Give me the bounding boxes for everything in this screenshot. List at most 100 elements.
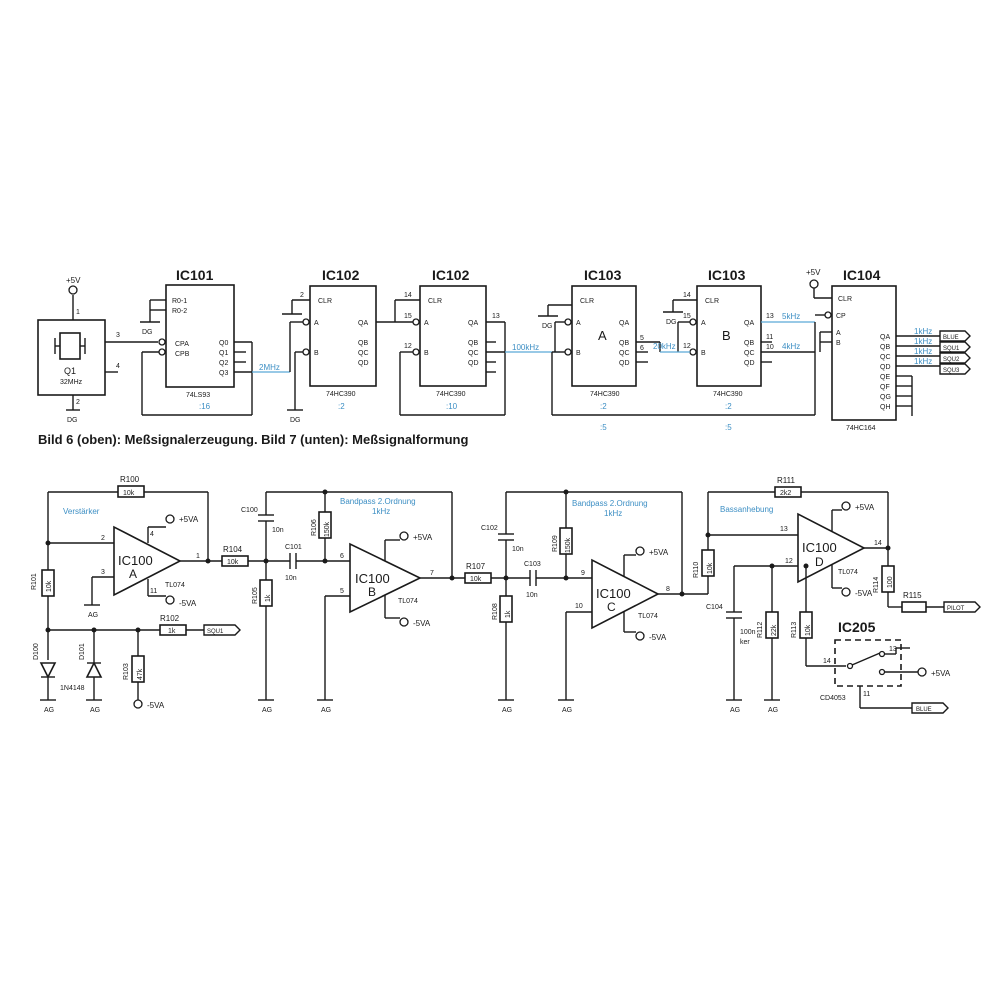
svg-text:10: 10: [575, 603, 583, 610]
svg-text:R113: R113: [791, 622, 798, 638]
svg-text:9: 9: [581, 570, 585, 577]
svg-text:11: 11: [150, 588, 157, 595]
svg-text:D100: D100: [33, 643, 40, 660]
svg-text:QD: QD: [358, 360, 369, 367]
supply-terminal: [68, 285, 78, 295]
svg-text:150k: 150k: [324, 521, 331, 537]
bandpass-stage-c: R107 10k C103 10n C102 10n R108 1k AG R1…: [464, 489, 708, 714]
svg-text:10k: 10k: [123, 490, 135, 497]
ic102a-ratio: :2: [338, 402, 345, 411]
ic103b-title: IC103: [708, 267, 746, 283]
svg-text:TL074: TL074: [165, 582, 185, 589]
svg-text:3: 3: [101, 569, 105, 576]
svg-text:-5VA: -5VA: [855, 589, 873, 598]
amplifier-stage-a: R100 10k Verstärker IC100 A TL074 2 3 AG…: [31, 475, 241, 714]
svg-text:13: 13: [780, 526, 788, 533]
dg-label: DG: [67, 417, 78, 424]
svg-text:1k: 1k: [265, 594, 272, 602]
svg-text:R103: R103: [123, 663, 130, 680]
svg-text:AG: AG: [502, 707, 512, 714]
svg-text:QC: QC: [619, 350, 630, 357]
svg-text:DG: DG: [666, 319, 677, 326]
ic104-box: [831, 285, 897, 421]
svg-text:TL074: TL074: [398, 598, 418, 605]
svg-text:10n: 10n: [272, 527, 284, 534]
ic101-part: 74LS93: [186, 392, 210, 399]
svg-text:DG: DG: [142, 329, 153, 336]
ic103b-ratio1: :2: [725, 402, 732, 411]
svg-text:ker: ker: [740, 639, 750, 646]
svg-text:14: 14: [404, 292, 412, 299]
svg-text:QC: QC: [880, 354, 891, 361]
svg-text:CPA: CPA: [175, 341, 189, 348]
svg-text:QA: QA: [619, 320, 629, 327]
ic104-supply-terminal: [809, 279, 819, 289]
ic103b-unit: B: [722, 328, 731, 343]
svg-text:2k2: 2k2: [780, 490, 791, 497]
counter-ic101: IC101 R0-1 R0-2 CPA CPB Q0 Q1 Q2 Q3 74LS…: [140, 267, 290, 416]
svg-text:10n: 10n: [526, 592, 538, 599]
svg-text:12: 12: [785, 558, 793, 565]
svg-text:4: 4: [116, 363, 120, 370]
svg-text:SQU2: SQU2: [943, 357, 960, 363]
svg-text:B: B: [368, 585, 376, 599]
opamp-c-triangle: [591, 558, 660, 630]
svg-text:R112: R112: [757, 622, 764, 638]
svg-text:QA: QA: [358, 320, 368, 327]
svg-text:B: B: [314, 350, 319, 357]
svg-text:+5VA: +5VA: [649, 548, 669, 557]
svg-text:R100: R100: [120, 475, 140, 484]
svg-text:R107: R107: [466, 562, 486, 571]
svg-text:A: A: [701, 320, 706, 327]
svg-text:R106: R106: [311, 519, 318, 536]
diode-d101-icon: [85, 661, 103, 678]
svg-text:+5VA: +5VA: [931, 669, 951, 678]
svg-text:R111: R111: [777, 476, 795, 485]
svg-text:A: A: [314, 320, 319, 327]
ic205-dashed-box: [834, 639, 902, 687]
svg-text:R101: R101: [31, 573, 38, 590]
bass-boost-stage-d: R110 10k R111 2k2 Bassanhebung 13 IC100 …: [693, 476, 981, 714]
svg-text:+5VA: +5VA: [179, 515, 199, 524]
svg-text:R102: R102: [160, 614, 180, 623]
svg-text:BLUE: BLUE: [943, 335, 959, 341]
ic101-ratio: :16: [199, 402, 211, 411]
svg-text:R110: R110: [693, 562, 700, 578]
svg-text:QE: QE: [880, 374, 890, 381]
svg-text:C102: C102: [481, 525, 498, 532]
svg-text:QD: QD: [468, 360, 479, 367]
svg-text:1kHz: 1kHz: [914, 327, 932, 336]
svg-text:8: 8: [666, 586, 670, 593]
analog-switch-ic205: IC205 14 13 +5VA 11 BLUE CD4053: [820, 619, 951, 714]
svg-text:A: A: [129, 567, 137, 581]
svg-text:1kHz: 1kHz: [604, 509, 622, 518]
ic102a-box: [309, 285, 377, 387]
svg-text:100n: 100n: [740, 629, 756, 636]
r101: [41, 569, 55, 597]
ic104-part: 74HC164: [846, 425, 876, 432]
ic104-supply: +5V: [806, 268, 821, 277]
svg-text:R114: R114: [873, 577, 880, 593]
ic104-title: IC104: [843, 267, 881, 283]
ic103a-title: IC103: [584, 267, 622, 283]
svg-text:AG: AG: [88, 612, 98, 619]
stage-a-title: Verstärker: [63, 507, 100, 516]
svg-text:AG: AG: [730, 707, 740, 714]
ic103a-unit: A: [598, 328, 607, 343]
svg-text:22k: 22k: [771, 624, 778, 636]
svg-text:10k: 10k: [707, 562, 714, 574]
svg-text:1kHz: 1kHz: [914, 357, 932, 366]
svg-text:C100: C100: [241, 507, 258, 514]
svg-text:6: 6: [340, 553, 344, 560]
crystal-icon: [59, 332, 81, 360]
svg-text:3: 3: [116, 332, 120, 339]
svg-text:Q2: Q2: [219, 360, 228, 367]
svg-text:CD4053: CD4053: [820, 695, 846, 702]
svg-text:11: 11: [863, 691, 870, 698]
svg-text:D: D: [815, 555, 824, 569]
svg-text:QG: QG: [880, 394, 891, 401]
svg-text:QB: QB: [880, 344, 890, 351]
svg-text:C: C: [607, 600, 616, 614]
